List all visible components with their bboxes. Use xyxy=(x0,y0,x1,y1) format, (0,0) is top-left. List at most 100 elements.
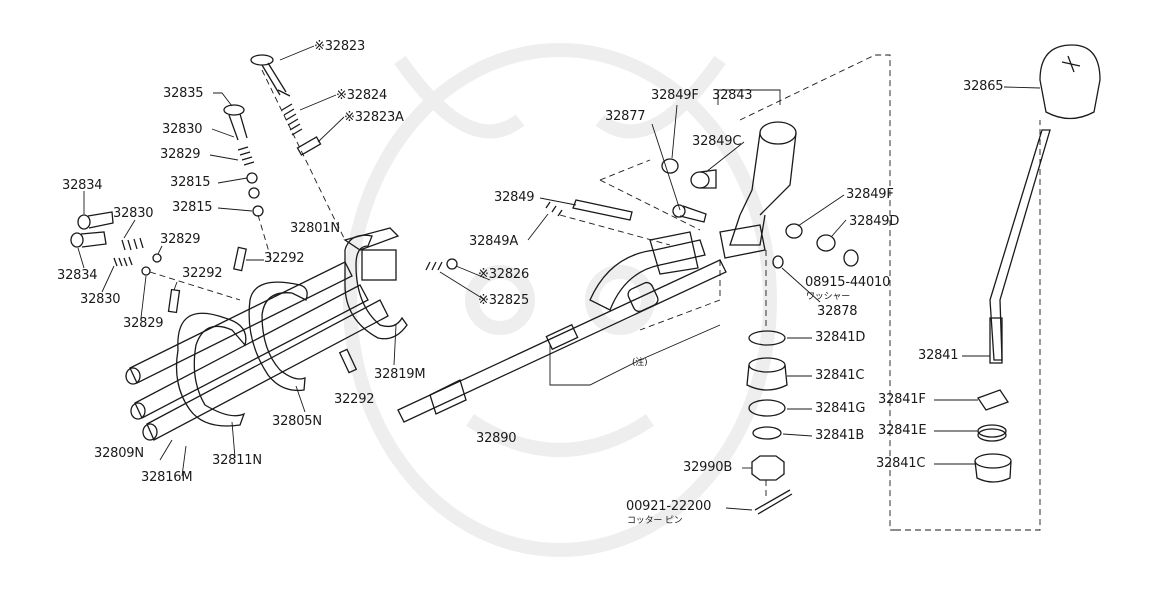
label-32805N: 32805N xyxy=(272,414,322,429)
label-08915-44010: 08915-44010 xyxy=(805,275,891,290)
watermark-logo xyxy=(343,43,777,557)
label-32865: 32865 xyxy=(963,79,1004,94)
label-32819M: 32819M xyxy=(374,367,426,382)
label-32841C-mid: 32841C xyxy=(815,368,865,383)
label-32825: ※32825 xyxy=(478,293,530,308)
label-32841D: 32841D xyxy=(815,330,866,345)
note-bracket xyxy=(549,324,721,386)
label-32292-a: 32292 xyxy=(182,266,223,281)
label-32829-bot: 32829 xyxy=(123,316,164,331)
pin-32292-c xyxy=(338,348,358,374)
spring-32826 xyxy=(425,258,458,271)
label-32829-mid: 32829 xyxy=(160,232,201,247)
label-00921-sub: コッター ピン xyxy=(627,516,683,526)
label-32890: 32890 xyxy=(476,431,517,446)
shift-fork-32805N xyxy=(248,281,308,392)
ball-32815-b xyxy=(252,205,264,217)
label-32843: 32843 xyxy=(712,88,753,103)
cotter-pin-00921 xyxy=(754,489,793,515)
shift-fork-32809N xyxy=(175,312,247,427)
label-32990B: 32990B xyxy=(683,460,733,475)
label-32834-top: 32834 xyxy=(62,178,103,193)
spring-32824 xyxy=(281,103,303,136)
label-32841E: 32841E xyxy=(878,423,927,438)
washer-32849F-right xyxy=(785,223,803,239)
bolt-32835 xyxy=(223,104,248,141)
shift-knob-32865 xyxy=(1039,44,1101,120)
pin-32823A xyxy=(296,136,322,156)
spring-32830-bot xyxy=(113,256,133,267)
leader-lines xyxy=(77,45,1041,511)
label-32835: 32835 xyxy=(163,86,204,101)
pin-32849 xyxy=(572,199,633,221)
pin-32292-a xyxy=(233,246,247,272)
ball-32829-bot xyxy=(141,266,151,276)
boot-32841C-right xyxy=(974,453,1012,483)
shift-rod-32890 xyxy=(397,259,727,423)
shift-fork-shafts xyxy=(125,261,389,441)
nut-32849D xyxy=(816,234,836,252)
label-32841: 32841 xyxy=(918,348,959,363)
washer-32841D xyxy=(748,330,786,346)
bushing-32841B xyxy=(752,426,782,440)
label-32849F-top: 32849F xyxy=(651,88,699,103)
washer-32878 xyxy=(772,255,784,269)
label-32826: ※32826 xyxy=(478,267,530,282)
pin-32292-b xyxy=(167,288,181,314)
label-32815-a: 32815 xyxy=(170,175,211,190)
bolt-32877 xyxy=(672,204,707,223)
boot-32841C xyxy=(746,357,788,391)
label-32841G: 32841G xyxy=(815,401,866,416)
label-note: (注) xyxy=(632,358,648,368)
label-32809N: 32809N xyxy=(94,446,144,461)
washer-32841G xyxy=(748,399,786,417)
spring-32830-top xyxy=(237,146,255,166)
label-32823A: ※32823A xyxy=(344,110,404,125)
label-32829-top: 32829 xyxy=(160,147,201,162)
label-32878: 32878 xyxy=(817,304,858,319)
bolt-32834-top xyxy=(77,211,114,230)
label-32849: 32849 xyxy=(494,190,535,205)
washer-32849F-top xyxy=(661,158,679,174)
bushing-32849C xyxy=(690,169,717,189)
label-32824: ※32824 xyxy=(336,88,388,103)
label-32849A: 32849A xyxy=(469,234,519,249)
label-32801N: 32801N xyxy=(290,221,340,236)
ball-32829-mid xyxy=(152,253,162,263)
label-32292-b: 32292 xyxy=(264,251,305,266)
ball-32815-a xyxy=(248,187,260,199)
clip-32849A xyxy=(545,201,563,217)
washer-08915 xyxy=(843,249,859,267)
label-32841F: 32841F xyxy=(878,392,926,407)
label-32849D: 32849D xyxy=(849,214,900,229)
ball-32829-top xyxy=(246,172,258,184)
spring-32830-mid xyxy=(121,237,144,251)
detent-plug-32823 xyxy=(250,54,291,97)
shift-lever-32841 xyxy=(989,129,1051,364)
label-32841B: 32841B xyxy=(815,428,865,443)
label-32849C: 32849C xyxy=(692,134,742,149)
label-32830-mid: 32830 xyxy=(113,206,154,221)
label-00921-22200: 00921-22200 xyxy=(626,499,712,514)
shift-fork-32801N xyxy=(343,227,408,340)
label-08915-sub: ワッシャー xyxy=(806,292,851,302)
plate-32841F xyxy=(977,389,1009,411)
label-32830-top: 32830 xyxy=(162,122,203,137)
label-32816M: 32816M xyxy=(141,470,193,485)
bolt-32834-bot xyxy=(70,231,107,248)
label-32823: ※32823 xyxy=(314,39,366,54)
label-32877: 32877 xyxy=(605,109,646,124)
washer-32841E xyxy=(977,424,1007,442)
label-32292-c: 32292 xyxy=(334,392,375,407)
label-32849F-right: 32849F xyxy=(846,187,894,202)
label-32815-b: 32815 xyxy=(172,200,213,215)
label-32811N: 32811N xyxy=(212,453,262,468)
label-32830-bot: 32830 xyxy=(80,292,121,307)
dashed-assembly-lines xyxy=(149,54,1041,531)
label-32841C-right: 32841C xyxy=(876,456,926,471)
nut-32990B xyxy=(751,455,785,481)
label-32834-bot: 32834 xyxy=(57,268,98,283)
shift-lever-housing xyxy=(589,224,766,311)
